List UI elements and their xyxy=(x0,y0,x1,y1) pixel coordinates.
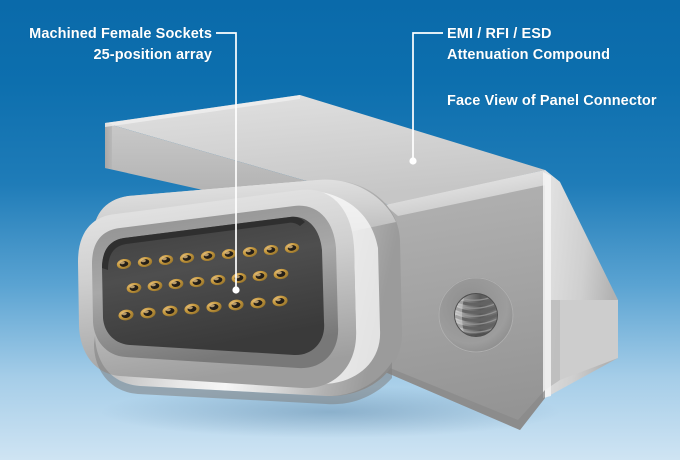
callout-face-view-line-1: Face View of Panel Connector xyxy=(447,93,657,109)
leader-line-emi xyxy=(412,32,443,161)
callout-machined-female-sockets: Machined Female Sockets 25-position arra… xyxy=(0,24,212,66)
socket-row-1 xyxy=(116,242,300,270)
callout-sockets-line-2: 25-position array xyxy=(93,47,212,63)
callout-emi-line-1: EMI / RFI / ESD xyxy=(447,26,552,42)
callout-emi-line-2: Attenuation Compound xyxy=(447,47,611,63)
leader-line-sockets xyxy=(216,32,237,290)
leader-dot-emi xyxy=(409,157,417,165)
callout-sockets-line-1: Machined Female Sockets xyxy=(29,26,212,42)
leader-dots xyxy=(232,157,417,294)
callout-face-view-title: Face View of Panel Connector xyxy=(447,91,657,112)
threaded-mounting-hole xyxy=(438,277,514,353)
callout-emi-rfi-esd: EMI / RFI / ESD Attenuation Compound xyxy=(447,24,610,66)
drop-shadow xyxy=(100,386,560,438)
leader-lines xyxy=(216,32,443,290)
socket-row-3 xyxy=(118,295,288,321)
leader-dot-sockets xyxy=(232,286,240,294)
connector-shell xyxy=(78,179,403,405)
